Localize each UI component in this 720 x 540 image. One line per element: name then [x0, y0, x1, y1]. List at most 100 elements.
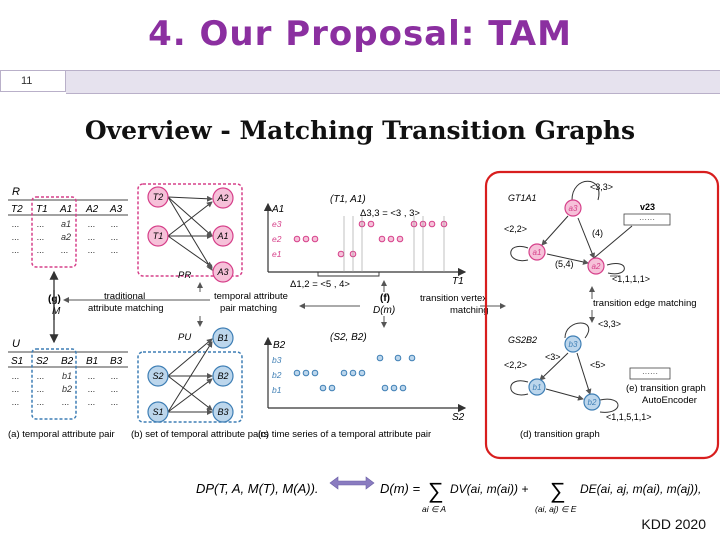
top-edge-label: <2,2>: [504, 224, 527, 234]
sum-sign: ∑: [428, 478, 444, 503]
panel-c-caption: (c) time series of a temporal attribute …: [258, 429, 431, 440]
table-u-rows: ... ... b1 ... ... ... ... b2 ... ... ..…: [12, 371, 119, 407]
table-cell: ...: [88, 397, 96, 407]
vector-bottom: <1,1,5,1,1>: [606, 412, 652, 422]
vector-top: <1,1,1,1>: [612, 274, 650, 284]
table-r-headers: T2 T1 A1 A2 A3: [11, 204, 123, 215]
bottom-edge-label: <3>: [545, 352, 561, 362]
blue-set-box: [137, 351, 243, 423]
top-axis-y: A1: [271, 204, 284, 215]
node-b1: b1: [533, 383, 542, 392]
top-loop-label: <3,3>: [590, 182, 613, 192]
top-axis-x: T1: [452, 276, 464, 287]
row-label: b2: [272, 370, 282, 380]
table-cell: ...: [37, 219, 45, 229]
bottom-edge-label: <2,2>: [504, 360, 527, 370]
node-a3: a3: [569, 204, 578, 213]
panel-d[interactable]: GT1A1 <3,3> <2,2> (4) (5,4) a3 a1 a2 v23…: [484, 170, 720, 460]
node-b3: b3: [569, 340, 578, 349]
formula-left: DP(T, A, M(T), M(A)).: [196, 481, 319, 496]
pink-set-box: [137, 183, 243, 277]
table-r-header: T2: [11, 204, 23, 215]
svg-text:······: ······: [642, 369, 658, 378]
autoencoder-label: AutoEncoder: [642, 395, 697, 406]
panel-d-caption: (d) transition graph: [520, 429, 600, 440]
vector-box-bottom: [629, 367, 671, 380]
pr-label: PR: [178, 270, 191, 281]
table-r-header: A1: [59, 204, 72, 215]
traditional-label: attribute matching: [88, 303, 164, 314]
table-cell: ...: [111, 232, 119, 242]
bipartite-edges-bottom: [167, 338, 213, 415]
node-s2: S2: [152, 371, 163, 381]
top-pair-label: (T1, A1): [330, 194, 366, 205]
table-cell: ...: [37, 371, 45, 381]
table-cell: ...: [12, 245, 20, 255]
table-cell: b1: [62, 371, 72, 381]
delta12-label: Δ1,2 = <5 , 4>: [290, 279, 350, 290]
panel-a: R T2 T1 A1 A2 A3 ... ... a1 ... ... ... …: [8, 186, 210, 440]
node-a1: A1: [216, 231, 228, 241]
row-label: b1: [272, 385, 282, 395]
table-cell: ...: [37, 397, 45, 407]
node-b2: b2: [588, 398, 597, 407]
table-r-name: R: [12, 186, 20, 198]
row-label: b3: [272, 355, 282, 365]
table-cell: ...: [61, 245, 69, 255]
table-cell: ...: [12, 397, 20, 407]
tv-matching-label: transition vertex: [420, 293, 487, 304]
table-r-header: T1: [36, 204, 48, 215]
tv-matching-label: matching: [450, 305, 489, 316]
table-cell: ...: [12, 219, 20, 229]
table-cell: ...: [111, 245, 119, 255]
edge-matching-label: transition edge matching: [593, 298, 697, 309]
table-cell: ...: [37, 245, 45, 255]
table-cell: ...: [88, 384, 96, 394]
table-cell: ...: [88, 245, 96, 255]
pu-label: PU: [178, 332, 191, 343]
node-a3: A3: [216, 267, 228, 277]
dm-label: D(m): [373, 305, 395, 316]
table-u-header: S2: [36, 356, 49, 367]
sum2-term: DE(ai, aj, m(ai), m(aj)),: [580, 482, 701, 496]
svg-text:······: ······: [639, 215, 655, 224]
node-a2: A2: [216, 193, 228, 203]
table-u-name: U: [12, 338, 20, 350]
panel-b: T2 T1 A2 A1 A3 PR temporal attribute pai…: [131, 183, 288, 440]
autoencoder-label: (e) transition graph: [626, 383, 706, 394]
node-t2: T2: [153, 192, 164, 202]
table-r-rows: ... ... a1 ... ... ... ... a2 ... ... ..…: [12, 219, 119, 255]
overview-diagram: R T2 T1 A1 A2 A3 ... ... a1 ... ... ... …: [8, 170, 720, 514]
bottom-axis-y: B2: [273, 340, 286, 351]
bipartite-edges-top: [167, 195, 213, 271]
graph-bottom-label: GS2B2: [508, 335, 537, 345]
tap-matching-label: temporal attribute: [214, 291, 288, 302]
table-u-header: B2: [61, 356, 74, 367]
table-cell: ...: [12, 371, 20, 381]
table-cell: ...: [37, 232, 45, 242]
node-s1: S1: [152, 407, 163, 417]
table-u-header: B3: [110, 356, 123, 367]
bottom-pair-label: (S2, B2): [330, 332, 367, 343]
node-b1: B1: [217, 333, 228, 343]
table-cell: ...: [88, 219, 96, 229]
table-cell: b2: [62, 384, 72, 394]
bottom-loop-label: <3,3>: [598, 319, 621, 329]
table-cell: ...: [12, 384, 20, 394]
v23-label: v23: [640, 202, 655, 212]
table-u-headers: S1 S2 B2 B1 B3: [11, 356, 123, 367]
panel-b-caption: (b) set of temporal attribute pairs: [131, 429, 269, 440]
bottom-series-dots: [293, 354, 416, 392]
sum1-sub: ai ∈ A: [422, 504, 446, 514]
vector-box-top: [623, 213, 671, 226]
top-series-dots: [293, 220, 448, 258]
node-t1: T1: [153, 231, 164, 241]
delta33-label: Δ3,3 = <3 , 3>: [360, 208, 420, 219]
row-label: e1: [272, 249, 282, 259]
top-edge-label: (5,4): [555, 259, 574, 269]
panel-c: (T1, A1) Δ3,3 = <3 , 3> A1 T1 e3 e2 e1 Δ…: [258, 194, 506, 440]
slide-title: 4. Our Proposal: TAM: [148, 14, 572, 54]
row-label: e3: [272, 219, 282, 229]
sum-sign: ∑: [550, 478, 566, 503]
sum1-term: DV(ai, m(ai)) +: [450, 482, 528, 496]
